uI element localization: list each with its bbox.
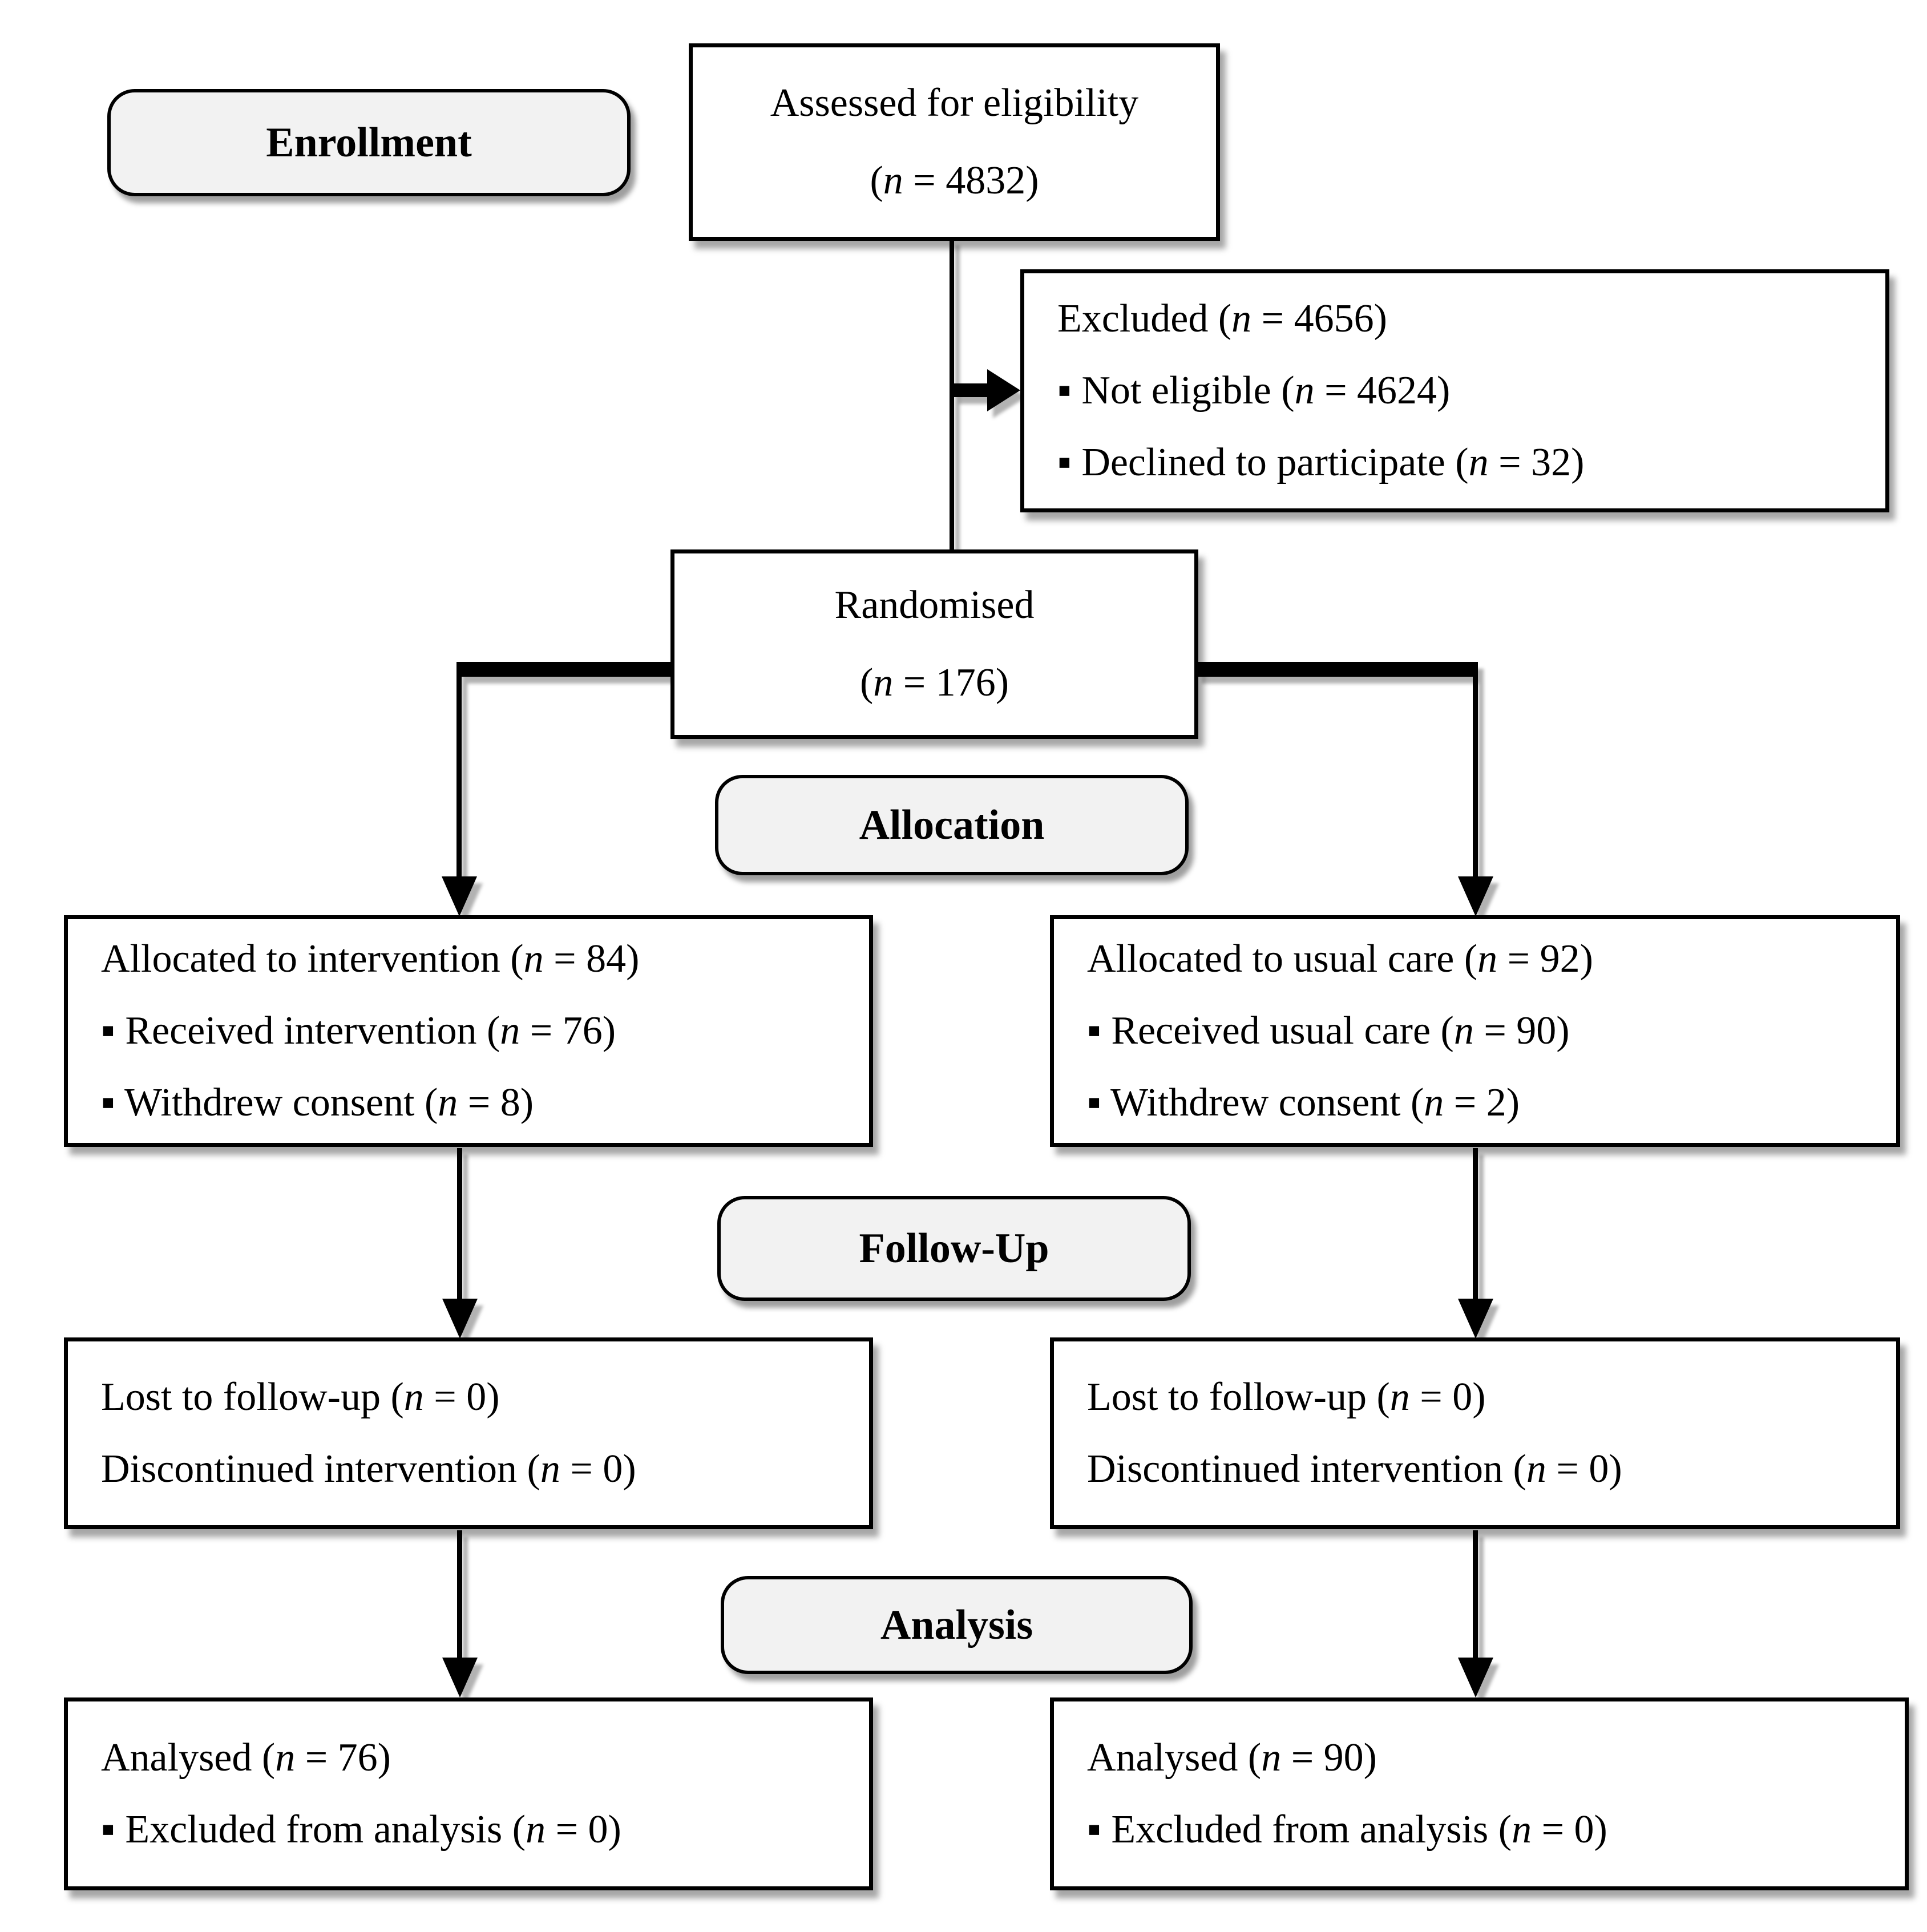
arrow-shaft	[953, 383, 992, 397]
arrow-head	[442, 876, 477, 916]
assessed-box: Assessed for eligibility (n = 4832)	[689, 43, 1220, 241]
box-line: Discontinued intervention (n = 0)	[1087, 1447, 1622, 1491]
box-line: Excluded (n = 4656)	[1057, 297, 1387, 341]
stage-label-text: Allocation	[859, 801, 1045, 848]
box-line: ▪ Withdrew consent (n = 2)	[1087, 1081, 1520, 1125]
analysis-stage-label: Analysis	[721, 1576, 1193, 1674]
box-line: ▪ Received usual care (n = 90)	[1087, 1009, 1570, 1053]
randomised-box: Randomised (n = 176)	[670, 549, 1198, 739]
allocation-stage-label: Allocation	[715, 775, 1189, 875]
box-line: Discontinued intervention (n = 0)	[101, 1447, 636, 1491]
stage-label-text: Analysis	[880, 1601, 1033, 1648]
arrow-head	[442, 1299, 478, 1339]
box-line: Allocated to usual care (n = 92)	[1087, 937, 1593, 981]
box-line: Allocated to intervention (n = 84)	[101, 937, 640, 981]
analysed-usual-care-box: Analysed (n = 90) ▪ Excluded from analys…	[1050, 1697, 1909, 1890]
box-line: Randomised	[834, 583, 1035, 627]
box-line: ▪ Excluded from analysis (n = 0)	[1087, 1808, 1607, 1852]
arrow-head	[1458, 1299, 1493, 1339]
arrow-shaft	[1473, 1530, 1478, 1663]
box-line: Analysed (n = 76)	[101, 1736, 391, 1780]
enrollment-stage-label: Enrollment	[107, 89, 631, 196]
arrow-head	[442, 1658, 478, 1697]
arrow-shaft	[1473, 1148, 1478, 1309]
stage-label-text: Enrollment	[266, 119, 472, 166]
arrow-shaft	[456, 662, 673, 677]
allocated-intervention-box: Allocated to intervention (n = 84) ▪ Rec…	[64, 915, 873, 1147]
analysed-intervention-box: Analysed (n = 76) ▪ Excluded from analys…	[64, 1697, 873, 1890]
arrow-shaft	[456, 662, 462, 886]
arrow-shaft	[457, 1148, 462, 1309]
box-line: ▪ Received intervention (n = 76)	[101, 1009, 616, 1053]
followup-intervention-box: Lost to follow-up (n = 0) Discontinued i…	[64, 1337, 873, 1529]
box-line: ▪ Excluded from analysis (n = 0)	[101, 1808, 621, 1852]
arrow-shaft	[1196, 662, 1478, 677]
arrow-shaft	[1473, 662, 1478, 886]
box-line: (n = 4832)	[870, 159, 1039, 203]
excluded-box: Excluded (n = 4656) ▪ Not eligible (n = …	[1020, 269, 1889, 512]
box-line: ▪ Withdrew consent (n = 8)	[101, 1081, 534, 1125]
box-line: Lost to follow-up (n = 0)	[1087, 1375, 1486, 1419]
box-line: (n = 176)	[859, 661, 1009, 705]
stage-label-text: Follow-Up	[859, 1224, 1049, 1272]
arrow-shaft	[457, 1530, 462, 1663]
arrow-head	[987, 369, 1020, 411]
box-line: Analysed (n = 90)	[1087, 1736, 1377, 1780]
arrow-head	[1458, 1658, 1493, 1697]
box-line: Assessed for eligibility	[770, 80, 1139, 125]
box-line: ▪ Not eligible (n = 4624)	[1057, 369, 1451, 413]
allocated-usual-care-box: Allocated to usual care (n = 92) ▪ Recei…	[1050, 915, 1900, 1147]
arrow-head	[1458, 876, 1493, 916]
box-line: Lost to follow-up (n = 0)	[101, 1375, 500, 1419]
box-line: ▪ Declined to participate (n = 32)	[1057, 440, 1585, 484]
followup-stage-label: Follow-Up	[717, 1196, 1191, 1301]
followup-usual-care-box: Lost to follow-up (n = 0) Discontinued i…	[1050, 1337, 1900, 1529]
arrow-shaft	[950, 239, 954, 552]
